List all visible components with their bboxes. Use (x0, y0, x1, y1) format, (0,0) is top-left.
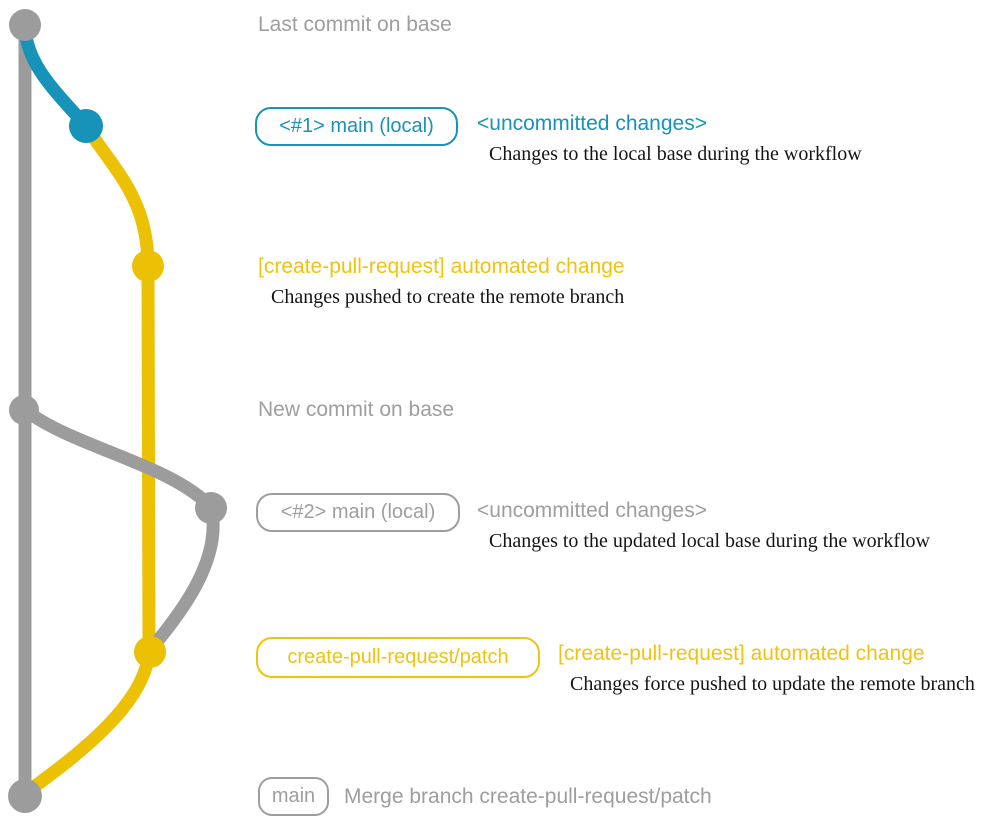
branch-badge-main-local-2: <#2> main (local) (256, 493, 460, 532)
desc-local-base-changes: Changes to the local base during the wor… (489, 143, 862, 165)
label-last-commit-on-base: Last commit on base (258, 13, 452, 36)
branch-badge-main: main (258, 777, 329, 816)
edge-branch-create-curve (79, 119, 155, 273)
edge-uncommitted-1-curve (18, 21, 93, 133)
commit-node-last-base-commit (9, 9, 41, 41)
commit-node-uncommitted-2-commit (195, 492, 227, 524)
label-uncommitted-changes-1: <uncommitted changes> (477, 112, 707, 135)
branch-badge-create-pull-request-patch: create-pull-request/patch (256, 637, 540, 678)
commit-node-new-base-commit (9, 395, 39, 425)
commit-node-uncommitted-1-commit (69, 109, 103, 143)
commit-node-merge-commit (8, 779, 42, 813)
edge-rebase-out-curve (18, 403, 218, 514)
commit-node-automated-change-2-commit (134, 636, 166, 668)
commit-node-automated-change-1-commit (132, 250, 164, 282)
label-merge-message: Merge branch create-pull-request/patch (344, 785, 712, 808)
branch-badge-main-local-1: <#1> main (local) (255, 107, 458, 146)
edge-patch-branch-line (141, 259, 156, 659)
label-automated-change-2: [create-pull-request] automated change (558, 642, 925, 665)
desc-force-pushed-update-branch: Changes force pushed to update the remot… (570, 673, 975, 695)
desc-updated-local-base-changes: Changes to the updated local base during… (489, 530, 930, 552)
label-uncommitted-changes-2: <uncommitted changes> (477, 499, 707, 522)
edge-rebase-in-curve (144, 500, 220, 656)
desc-pushed-create-branch: Changes pushed to create the remote bran… (271, 286, 625, 308)
label-new-commit-on-base: New commit on base (258, 398, 455, 421)
edge-merge-curve (20, 645, 156, 799)
label-automated-change-1: [create-pull-request] automated change (258, 255, 625, 278)
